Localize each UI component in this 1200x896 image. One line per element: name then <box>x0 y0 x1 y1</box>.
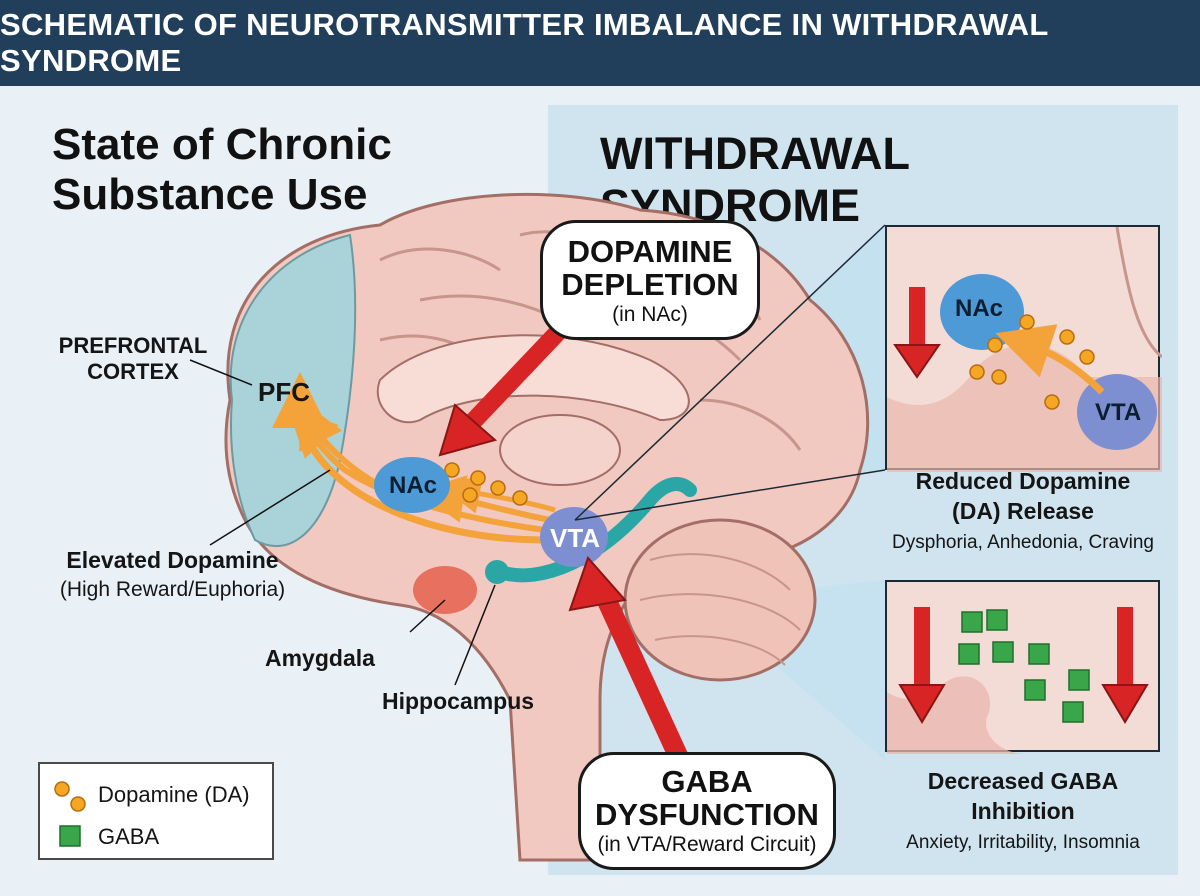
decreased-gaba-title-2: Inhibition <box>971 798 1075 824</box>
inset-nac-label: NAc <box>955 295 1004 322</box>
depletion-line1: DOPAMINE <box>567 234 733 269</box>
gaba-sub: (in VTA/Reward Circuit) <box>597 833 817 856</box>
reduced-dopamine-inset: NAc VTA <box>885 225 1162 472</box>
chronic-use-heading: State of Chronic Substance Use <box>52 120 412 220</box>
inset-top-drawing <box>887 227 1162 472</box>
gaba-square <box>1068 669 1090 691</box>
chronic-use-heading-line1: State of Chronic <box>52 120 392 169</box>
page-title: SCHEMATIC OF NEUROTRANSMITTER IMBALANCE … <box>0 0 1200 86</box>
gaba-square <box>1028 643 1050 665</box>
legend-swatches <box>54 781 86 847</box>
gaba-square <box>961 611 983 633</box>
da-path-5 <box>299 398 382 488</box>
gaba-dysfunction-callout: GABA DYSFUNCTION (in VTA/Reward Circuit) <box>578 752 836 870</box>
prefrontal-label-line2: CORTEX <box>87 359 179 384</box>
legend-gaba-label: GABA <box>98 824 160 849</box>
dopamine-dot <box>490 480 506 496</box>
gaba-square <box>992 641 1014 663</box>
inset-bottom-drawing <box>887 607 1149 754</box>
hippocampus-shape <box>493 477 697 583</box>
chronic-use-heading-line2: Substance Use <box>52 170 368 219</box>
reduced-da-title-2: (DA) Release <box>952 498 1094 524</box>
thalamus <box>499 414 621 486</box>
reduced-dopamine-caption: Reduced Dopamine (DA) Release Dysphoria,… <box>868 466 1178 554</box>
gaba-square <box>1062 701 1084 723</box>
hippocampus-label: Hippocampus <box>382 688 535 714</box>
inset-vta-label: VTA <box>1095 399 1142 426</box>
dopamine-depletion-callout: DOPAMINE DEPLETION (in NAc) <box>540 220 760 340</box>
gaba-line1: GABA <box>661 764 753 799</box>
reduced-da-title-1: Reduced Dopamine <box>915 468 1131 494</box>
prefrontal-label-line1: PREFRONTAL <box>58 333 208 358</box>
cerebellum <box>623 518 817 682</box>
gaba-square <box>986 609 1008 631</box>
legend-dopamine-label: Dopamine (DA) <box>98 782 250 807</box>
corpus-callosum <box>376 334 690 424</box>
decreased-gaba-symptoms: Anxiety, Irritability, Insomnia <box>906 832 1140 853</box>
amygdala-shape <box>413 566 477 614</box>
legend-gaba-swatch <box>59 825 81 847</box>
depletion-sub: (in NAc) <box>612 303 688 326</box>
reduced-da-symptoms: Dysphoria, Anhedonia, Craving <box>892 532 1154 553</box>
depletion-line2: DEPLETION <box>561 267 739 302</box>
amygdala-label: Amygdala <box>265 645 375 671</box>
nac-label: NAc <box>389 472 438 499</box>
pfc-label: PFC <box>258 377 310 407</box>
dopamine-dot <box>512 490 528 506</box>
gaba-square <box>958 643 980 665</box>
gaba-dysfunction-arrow <box>592 585 690 765</box>
vta-blob <box>540 507 608 567</box>
depletion-arrow <box>458 323 567 437</box>
elevated-dopamine-sub: (High Reward/Euphoria) <box>59 578 286 601</box>
gaba-line2: DYSFUNCTION <box>595 797 819 832</box>
nac-blob <box>374 457 450 513</box>
elevated-dopamine-label: Elevated Dopamine (High Reward/Euphoria) <box>30 547 315 602</box>
decreased-gaba-caption: Decreased GABA Inhibition Anxiety, Irrit… <box>868 766 1178 854</box>
decreased-gaba-inset <box>885 580 1160 754</box>
dopamine-dot <box>462 487 478 503</box>
legend: Dopamine (DA) GABA <box>38 762 274 860</box>
dopamine-dot <box>470 470 486 486</box>
prefrontal-cortex-label: PREFRONTAL CORTEX <box>48 333 218 385</box>
gaba-square <box>1024 679 1046 701</box>
elevated-dopamine-title: Elevated Dopamine <box>66 547 279 573</box>
vta-label: VTA <box>550 523 601 553</box>
legend-dopamine-swatch <box>54 781 70 797</box>
dopamine-dot <box>444 462 460 478</box>
decreased-gaba-title-1: Decreased GABA <box>927 768 1119 794</box>
